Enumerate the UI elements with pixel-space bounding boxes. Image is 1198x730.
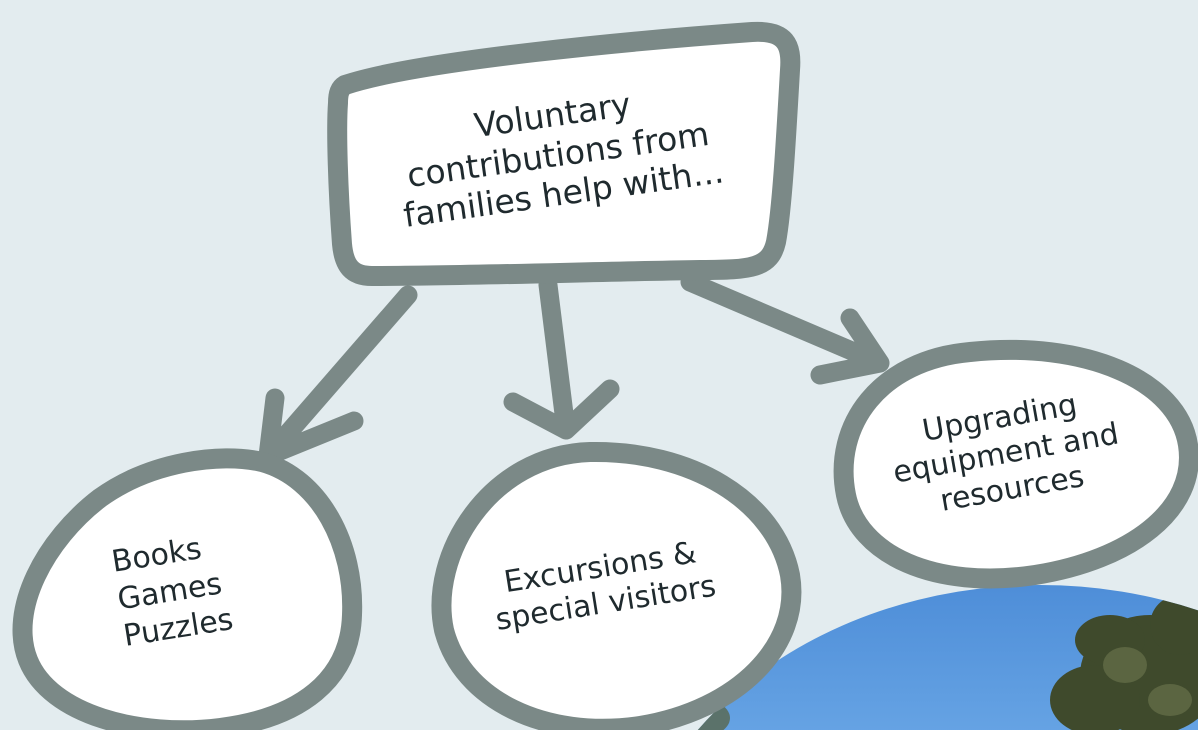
excursions-node — [431, 441, 802, 730]
upgrading-node — [833, 339, 1198, 589]
arrow-to-upgrading — [680, 272, 890, 385]
arrow-to-excursions — [503, 275, 620, 440]
main-node-box — [327, 21, 801, 286]
books-node — [12, 448, 363, 730]
arrow-to-books — [258, 285, 418, 466]
